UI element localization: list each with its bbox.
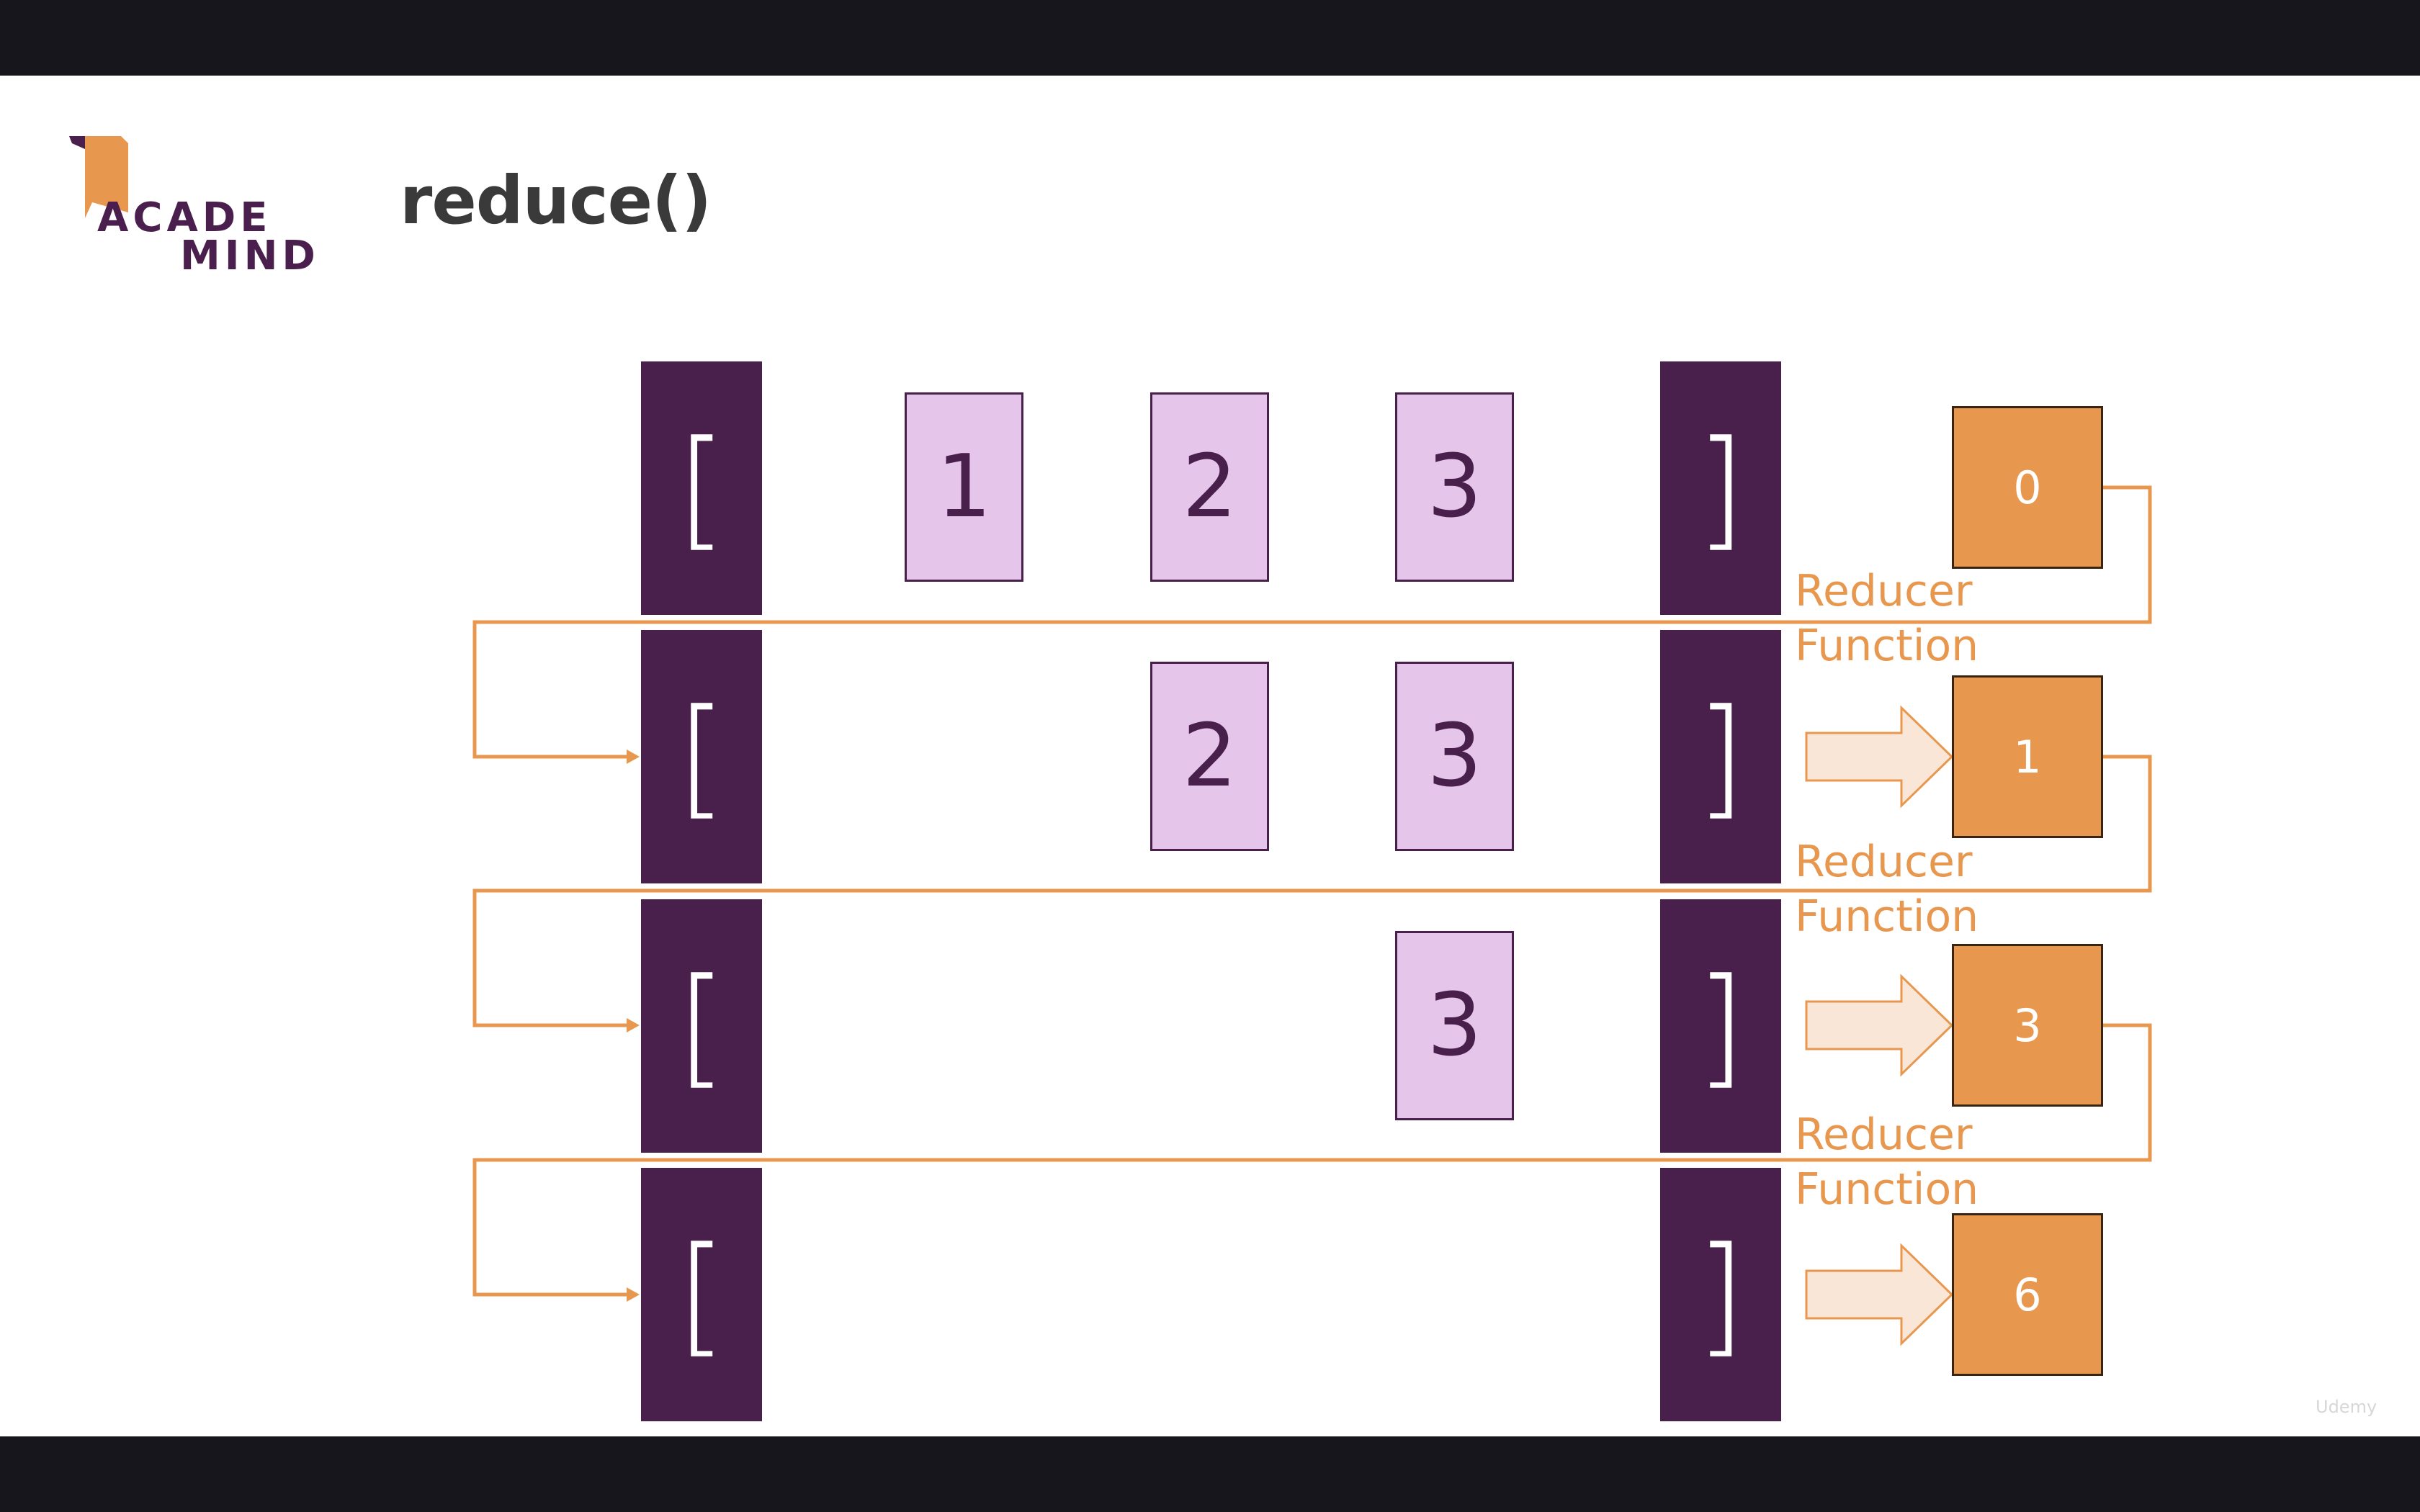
block-arrow	[1805, 705, 1954, 809]
letterbox-bottom	[0, 1436, 2420, 1512]
reducer-label-line1: Reducer	[1795, 837, 1973, 887]
arrowhead	[627, 1287, 640, 1302]
logo-text-line1: ACADE	[97, 194, 272, 241]
array-cell: 2	[1150, 392, 1269, 582]
academind-logo: ACADE MIND	[65, 133, 315, 279]
accumulator-box: 6	[1952, 1213, 2103, 1376]
slide-title: reduce()	[400, 162, 712, 239]
block-arrow	[1805, 1243, 1954, 1346]
reducer-function-label: Reducer Function	[1795, 834, 1978, 944]
accumulator-box: 0	[1952, 406, 2103, 569]
feedback-line	[472, 1023, 2152, 1297]
open-bracket: [	[641, 1168, 762, 1421]
reducer-label-line2: Function	[1795, 621, 1979, 671]
udemy-watermark: Udemy	[2316, 1397, 2378, 1417]
reducer-label-line1: Reducer	[1795, 566, 1973, 616]
close-bracket: ]	[1660, 899, 1781, 1153]
reducer-function-label: Reducer Function	[1795, 1107, 1978, 1217]
open-bracket: [	[641, 361, 762, 615]
array-cell: 3	[1395, 392, 1514, 582]
close-bracket: ]	[1660, 630, 1781, 883]
block-arrow	[1805, 973, 1954, 1077]
feedback-line	[472, 485, 2152, 759]
array-cell: 3	[1395, 662, 1514, 851]
accumulator-box: 3	[1952, 944, 2103, 1107]
open-bracket: [	[641, 630, 762, 883]
arrowhead	[627, 750, 640, 764]
logo-text-line2: MIND	[180, 233, 320, 279]
array-cell: 2	[1150, 662, 1269, 851]
array-cell: 1	[905, 392, 1023, 582]
close-bracket: ]	[1660, 1168, 1781, 1421]
arrowhead	[627, 1018, 640, 1032]
reducer-label-line1: Reducer	[1795, 1110, 1973, 1160]
reducer-function-label: Reducer Function	[1795, 564, 1978, 673]
accumulator-box: 1	[1952, 675, 2103, 838]
array-cell: 3	[1395, 931, 1514, 1120]
reducer-label-line2: Function	[1795, 1164, 1979, 1215]
letterbox-top	[0, 0, 2420, 76]
reducer-label-line2: Function	[1795, 891, 1979, 942]
close-bracket: ]	[1660, 361, 1781, 615]
feedback-line	[472, 755, 2152, 1027]
flag-icon	[69, 136, 128, 218]
open-bracket: [	[641, 899, 762, 1153]
